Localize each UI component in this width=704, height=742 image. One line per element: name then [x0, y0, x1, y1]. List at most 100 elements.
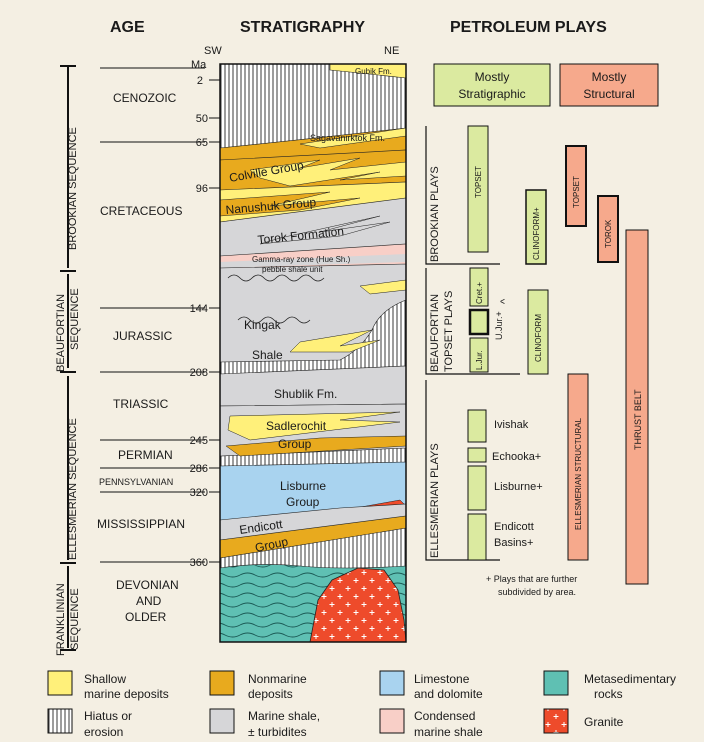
age-mississippian: MISSISSIPPIAN [97, 517, 185, 531]
play-lisburne [468, 466, 486, 510]
sequence-beaufortian-1: BEAUFORTIAN [55, 294, 67, 372]
ma-2: 2 [197, 75, 203, 87]
legend-limestone-1: Limestone [414, 672, 470, 686]
play-echooka-label: Echooka+ [492, 451, 541, 463]
play-ivishak [468, 410, 486, 442]
label-lisburne: Lisburne [280, 479, 326, 493]
age-devonian: DEVONIAN [116, 578, 179, 592]
legend-hiatus-2: erosion [84, 725, 123, 739]
ma-unit: Ma [191, 59, 207, 71]
legend-swatch-limestone [380, 671, 404, 695]
legend-metasediment-2: rocks [594, 687, 623, 701]
age-jurassic: JURASSIC [113, 329, 173, 343]
play-endicott [468, 514, 486, 560]
structural-line2: Structural [583, 87, 634, 101]
play-ellesmerian-structural-label: ELLESMERIAN STRUCTURAL [574, 417, 583, 530]
age-triassic: TRIASSIC [113, 397, 169, 411]
strat-column [220, 64, 406, 642]
legend: Shallow marine deposits Nonmarine deposi… [48, 671, 676, 739]
age-cenozoic: CENOZOIC [113, 91, 177, 105]
legend-metasediment-1: Metasedimentary [584, 672, 676, 686]
group-beaufortian: BEAUFORTIAN [429, 294, 441, 372]
sequence-brookian: BROOKIAN SEQUENCE [67, 127, 79, 250]
label-lisburne-group: Group [286, 495, 320, 509]
sequence-ellesmerian: ELLESMERIAN SEQUENCE [67, 418, 79, 560]
header-stratigraphy: STRATIGRAPHY [240, 19, 365, 36]
legend-marine-shale-1: Marine shale, [248, 709, 320, 723]
play-basins-label: Basins+ [494, 537, 533, 549]
legend-marine-shale-2: ± turbidites [248, 725, 307, 739]
stratigraphic-line2: Stratigraphic [458, 87, 525, 101]
label-sadlerochit: Sadlerochit [266, 419, 327, 433]
ma-50: 50 [196, 113, 208, 125]
play-endicott-label: Endicott [494, 521, 534, 533]
legend-swatch-metasediment [544, 671, 568, 695]
footnote-line2: subdivided by area. [498, 587, 576, 597]
header-plays: PETROLEUM PLAYS [450, 19, 607, 36]
ma-65: 65 [196, 137, 208, 149]
play-cret-label: Cret.+ [475, 282, 484, 304]
label-shublik: Shublik Fm. [274, 387, 337, 401]
ma-360: 360 [190, 557, 208, 569]
label-sagavanirktok: Sagavanirktok Fm. [310, 133, 385, 143]
legend-shallow-2: marine deposits [84, 687, 169, 701]
play-ljur-label: L.Jur. [475, 350, 484, 370]
footnote-line1: + Plays that are further [486, 574, 577, 584]
legend-swatch-condensed [380, 709, 404, 733]
legend-swatch-shallow [48, 671, 72, 695]
group-ellesmerian: ELLESMERIAN PLAYS [429, 443, 441, 558]
legend-nonmarine-2: deposits [248, 687, 293, 701]
play-ivishak-label: Ivishak [494, 419, 529, 431]
play-clinoform-lower-label: CLINOFORM [534, 314, 543, 362]
age-permian: PERMIAN [118, 448, 173, 462]
play-torok-label: TOROK [604, 219, 613, 248]
group-topset-plays: TOPSET PLAYS [443, 291, 455, 372]
ma-144: 144 [190, 303, 208, 315]
age-older: OLDER [125, 610, 167, 624]
play-mid-jur [470, 310, 488, 334]
group-brookian: BROOKIAN PLAYS [429, 166, 441, 262]
legend-granite-1: Granite [584, 715, 624, 729]
age-and: AND [136, 594, 162, 608]
play-ujur-caret: ^ [499, 298, 511, 304]
sequence-franklinian-2: SEQUENCE [69, 588, 81, 650]
ma-286: 286 [190, 463, 208, 475]
legend-nonmarine-1: Nonmarine [248, 672, 307, 686]
label-pebble-shale: pebble shale unit [262, 265, 323, 274]
sequence-beaufortian-2: SEQUENCE [69, 288, 81, 350]
legend-condensed-1: Condensed [414, 709, 475, 723]
label-kingak: Kingak [244, 318, 282, 332]
label-sadlerochit-group: Group [278, 437, 312, 451]
ma-96: 96 [196, 183, 208, 195]
legend-shallow-1: Shallow [84, 672, 126, 686]
play-lisburne-label: Lisburne+ [494, 481, 543, 493]
play-ujur-label: U.Jur.+ [494, 311, 504, 340]
legend-swatch-granite [544, 709, 568, 733]
legend-swatch-hiatus [48, 709, 72, 733]
play-clinoform-upper-label: CLINOFORM+ [532, 207, 541, 260]
ma-320: 320 [190, 487, 208, 499]
direction-sw: SW [204, 45, 222, 57]
legend-condensed-2: marine shale [414, 725, 483, 739]
legend-limestone-2: and dolomite [414, 687, 483, 701]
ma-ticks [209, 80, 220, 562]
legend-swatch-marine-shale [210, 709, 234, 733]
age-cretaceous: CRETACEOUS [100, 204, 182, 218]
ma-245: 245 [190, 435, 208, 447]
structural-line1: Mostly [592, 70, 627, 84]
label-shale: Shale [252, 348, 283, 362]
play-topset-structural-label: TOPSET [572, 176, 581, 208]
play-topset-stratigraphic-label: TOPSET [474, 166, 483, 198]
label-gubik: Gubik Fm. [355, 67, 392, 76]
label-gamma-ray: Gamma-ray zone (Hue Sh.) [252, 255, 351, 264]
age-pennsylvanian: PENNSYLVANIAN [99, 477, 173, 487]
sequence-franklinian-1: FRANKLINIAN [55, 583, 67, 656]
header-age: AGE [110, 19, 145, 36]
stratigraphic-line1: Mostly [475, 70, 510, 84]
play-echooka [468, 448, 486, 462]
legend-hiatus-1: Hiatus or [84, 709, 132, 723]
ma-208: 208 [190, 367, 208, 379]
legend-swatch-nonmarine [210, 671, 234, 695]
